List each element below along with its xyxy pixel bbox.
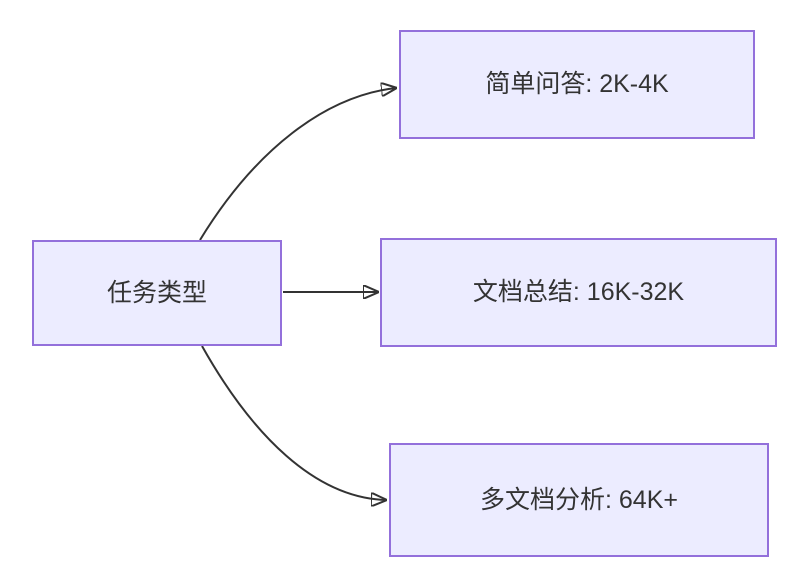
edge-root-to-multi [201,345,386,500]
node-multi-doc-analysis: 多文档分析: 64K+ [389,443,769,557]
node-simple-qa-label: 简单问答: 2K-4K [485,70,669,99]
node-doc-summary-label: 文档总结: 16K-32K [472,278,685,307]
node-task-type: 任务类型 [32,240,282,346]
node-task-type-label: 任务类型 [106,278,207,307]
node-doc-summary: 文档总结: 16K-32K [380,238,777,347]
edge-root-to-qa [199,88,396,241]
node-simple-qa: 简单问答: 2K-4K [399,30,755,139]
node-multi-doc-analysis-label: 多文档分析: 64K+ [480,485,678,514]
